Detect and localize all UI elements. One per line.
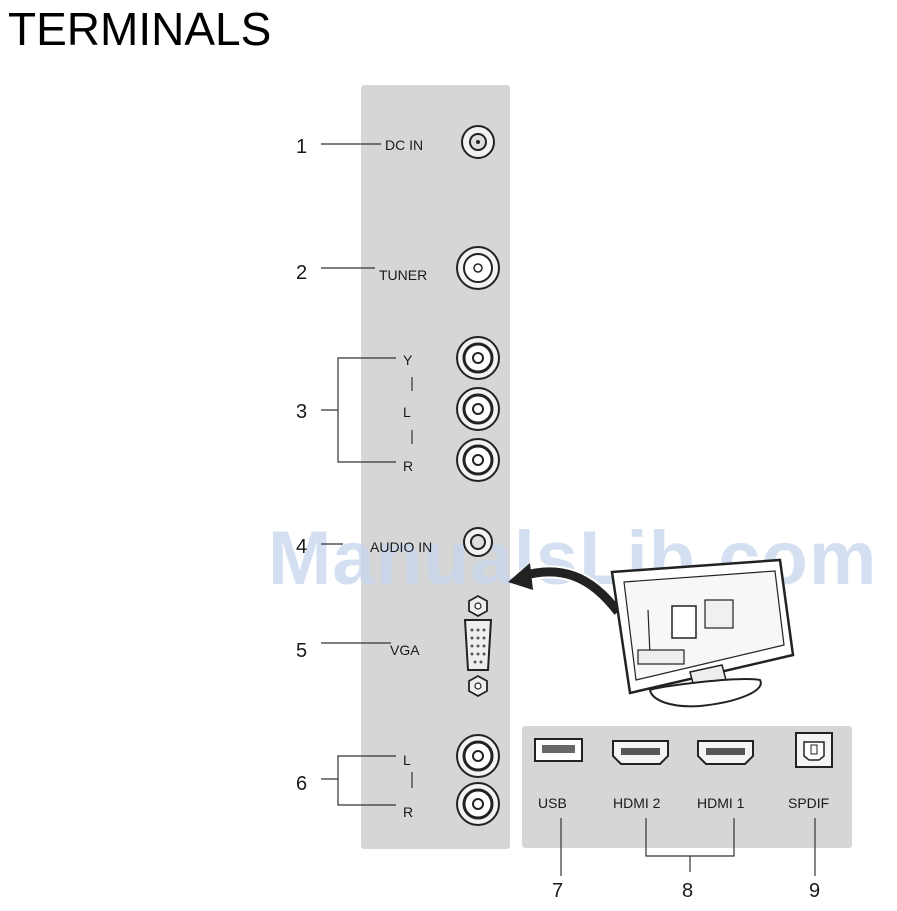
callout-number-3: 3 (296, 401, 308, 423)
label-audio-l: L (403, 752, 411, 768)
hdmi1-port-icon (697, 740, 754, 765)
leader-lines (321, 143, 816, 876)
label-l: L (403, 404, 411, 420)
label-y: Y (403, 352, 413, 368)
callout-number-1: 1 (296, 136, 308, 158)
label-r: R (403, 458, 414, 474)
tuner-jack-icon (456, 246, 500, 290)
hdmi2-port-icon (612, 740, 669, 765)
callout-number-4: 4 (296, 536, 308, 558)
callout-number-8: 8 (682, 880, 694, 902)
label-audio-in: AUDIO IN (370, 539, 433, 555)
label-audio-r: R (403, 804, 414, 820)
spdif-port-icon (795, 732, 833, 768)
callout-number-7: 7 (552, 880, 564, 902)
dc-in-jack-icon (461, 125, 495, 159)
location-arrow-icon (508, 563, 624, 617)
label-dc-in: DC IN (385, 137, 424, 153)
callout-number-5: 5 (296, 640, 308, 662)
rca-l-jack-icon (456, 387, 500, 431)
label-hdmi2: HDMI 2 (613, 795, 661, 811)
usb-port-icon (534, 738, 583, 762)
audio-r-jack-icon (456, 782, 500, 826)
label-spdif: SPDIF (788, 795, 830, 811)
rca-y-jack-icon (456, 336, 500, 380)
callout-number-9: 9 (809, 880, 821, 902)
audio-in-jack-icon (463, 527, 493, 557)
page-title: TERMINALS (8, 3, 272, 55)
label-hdmi1: HDMI 1 (697, 795, 745, 811)
callout-number-6: 6 (296, 773, 308, 795)
label-tuner: TUNER (379, 267, 428, 283)
audio-l-jack-icon (456, 734, 500, 778)
label-vga: VGA (390, 642, 420, 658)
label-usb: USB (538, 795, 567, 811)
rca-r-jack-icon (456, 438, 500, 482)
callout-number-2: 2 (296, 262, 308, 284)
tv-rear-view-icon (610, 558, 795, 708)
vga-connector-icon (463, 594, 493, 698)
